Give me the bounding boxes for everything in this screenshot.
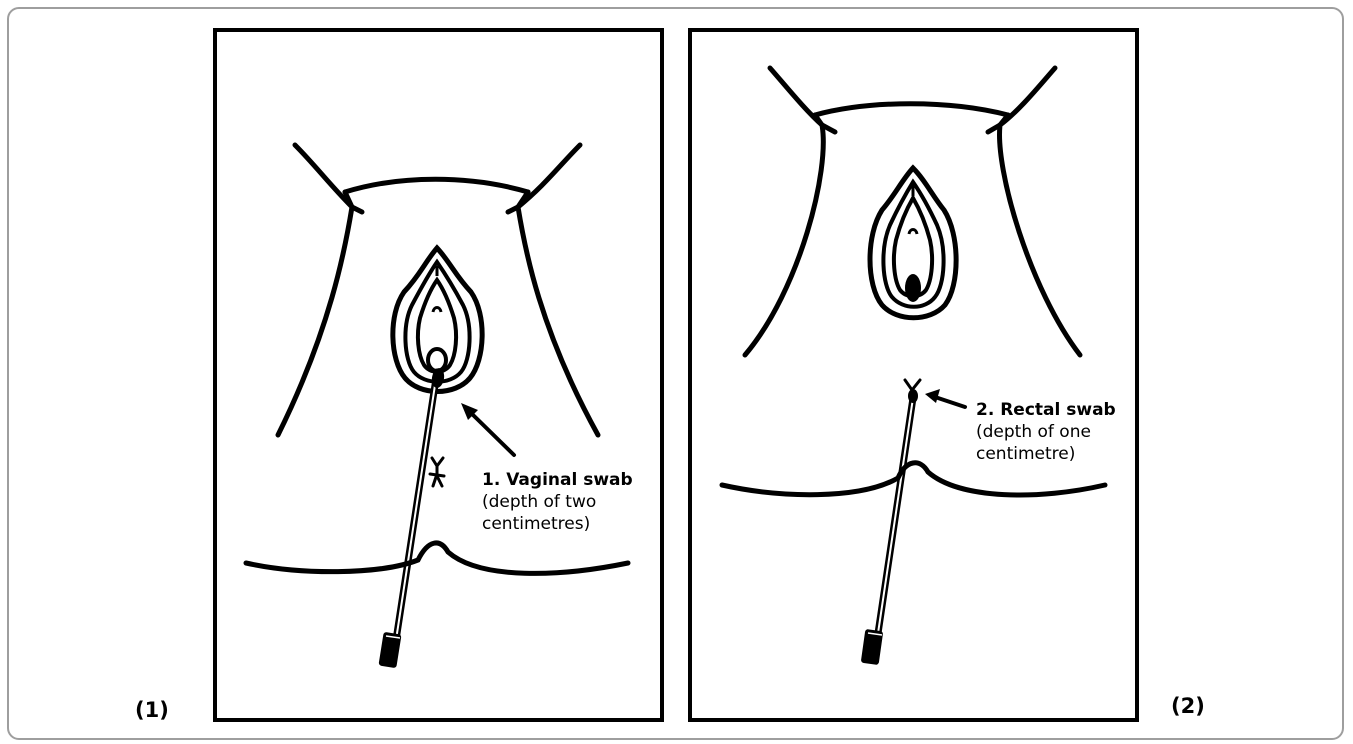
panel-1-left-thigh-line <box>278 145 352 435</box>
vaginal-swab-annotation: 1. Vaginal swab (depth of two centimetre… <box>482 469 633 535</box>
panel-1-pubic-arc <box>345 179 528 192</box>
panel-1-vaginal-opening <box>428 349 446 371</box>
panel-1-label: (1) <box>135 698 169 722</box>
panel-2-buttock-line <box>722 463 1105 495</box>
panel-2-vaginal-opening <box>905 274 921 302</box>
panel-1-urethra-mark <box>433 308 441 313</box>
panel-1-swab <box>378 367 445 668</box>
panel-2-swab <box>861 380 920 665</box>
panel-2-illustration <box>690 30 1137 720</box>
panel-2-right-thigh-line <box>1000 68 1080 355</box>
panel-1-illustration <box>215 30 662 720</box>
panel-1-anus-mark <box>430 458 444 486</box>
rectal-swab-detail: (depth of one centimetre) <box>976 421 1116 465</box>
panel-1-arrow <box>461 403 514 455</box>
panel-2-arrow <box>925 389 965 407</box>
vaginal-swab-detail: (depth of two centimetres) <box>482 491 633 535</box>
panel-2-left-crease <box>815 115 835 132</box>
panel-2-left-thigh-line <box>745 68 823 355</box>
panel-2-pubic-arc <box>815 104 1008 115</box>
rectal-swab-title: 2. Rectal swab <box>976 399 1116 421</box>
rectal-swab-annotation: 2. Rectal swab (depth of one centimetre) <box>976 399 1116 465</box>
panel-1-left-crease <box>345 192 362 212</box>
panel-1-buttock-line <box>246 543 628 573</box>
panel-1-right-thigh-line <box>518 145 598 435</box>
panel-2-urethra-mark <box>909 230 917 235</box>
panel-2-label: (2) <box>1171 694 1205 718</box>
vaginal-swab-title: 1. Vaginal swab <box>482 469 633 491</box>
panel-2-border <box>690 30 1137 720</box>
